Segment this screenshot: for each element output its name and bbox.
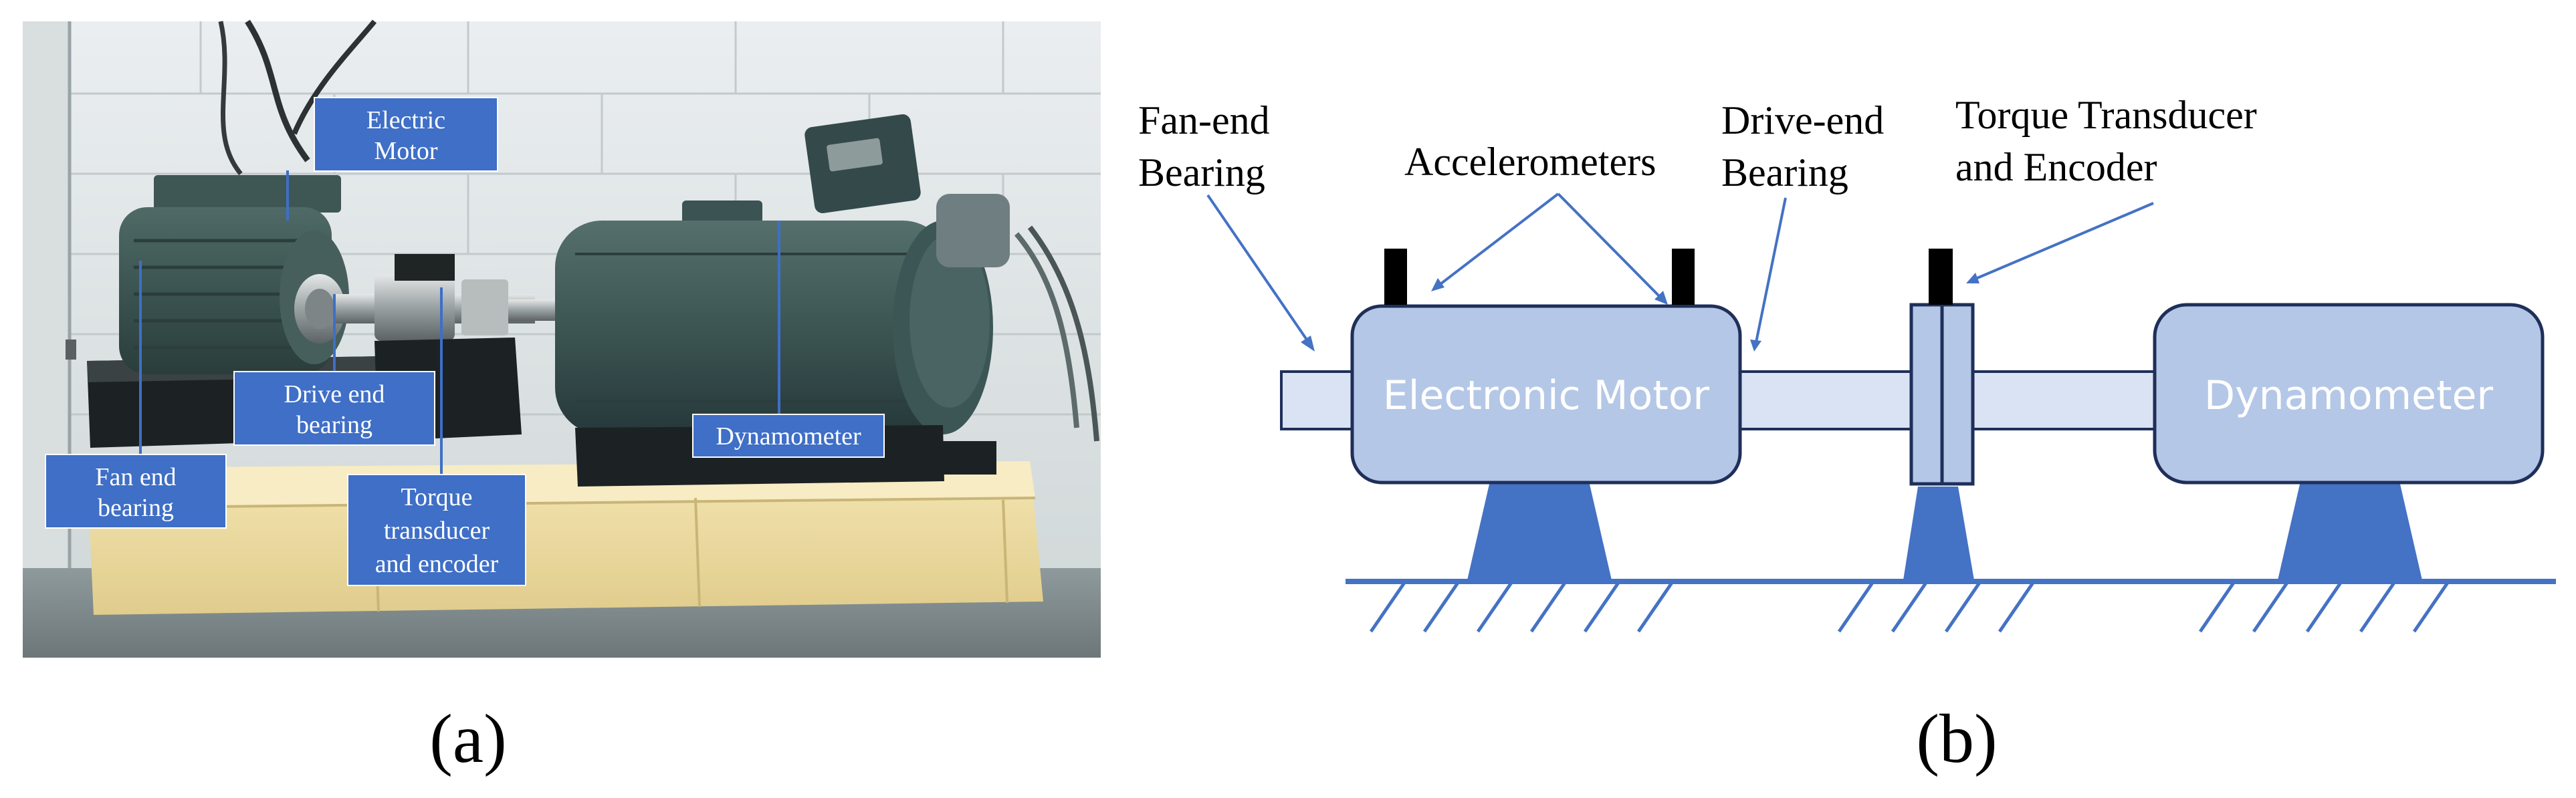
torque-transducer-collar xyxy=(1909,303,1975,486)
arrow-accelerometer-right xyxy=(1557,192,1662,299)
callout-torque-transducer-line2: transducer xyxy=(384,517,490,545)
accelerometer-drive-end xyxy=(1672,249,1695,305)
panel-a-leader-lines xyxy=(139,170,780,481)
callout-fan-end-bearing-line1: Fan end xyxy=(95,463,176,491)
label-fan-end-bearing-line2: Bearing xyxy=(1138,150,1265,194)
label-torque-transducer: Torque Transducer and Encoder xyxy=(1955,93,2257,189)
dynamometer-label: Dynamometer xyxy=(2204,372,2493,419)
callout-torque-transducer-line1: Torque xyxy=(401,483,472,511)
electronic-motor-label: Electronic Motor xyxy=(1383,372,1710,419)
electronic-motor-box: Electronic Motor xyxy=(1350,304,1742,485)
arrow-torque-transducer xyxy=(1973,202,2154,281)
panel-b: Electronic Motor Dynamometer Fan-end Bea… xyxy=(1138,93,2556,777)
callout-electric-motor-line1: Electric xyxy=(366,106,445,134)
callout-drive-end-bearing: Drive end bearing xyxy=(233,371,435,446)
dynamometer-support xyxy=(2278,481,2422,580)
label-drive-end-bearing-line2: Bearing xyxy=(1721,150,1848,194)
accelerometer-fan-end xyxy=(1384,249,1407,305)
label-torque-transducer-line2: and Encoder xyxy=(1955,145,2157,189)
callout-torque-transducer-line3: and encoder xyxy=(375,550,499,578)
motor-support xyxy=(1467,481,1612,580)
label-fan-end-bearing: Fan-end Bearing xyxy=(1138,98,1270,194)
label-accelerometers: Accelerometers xyxy=(1404,140,1656,184)
transducer-support xyxy=(1903,487,1974,580)
caption-b: (b) xyxy=(1916,700,1997,777)
test-rig-photo xyxy=(23,19,1101,658)
panel-a: Electric Motor Drive end bearing Fan end… xyxy=(23,19,1101,777)
panel-b-arrowheads xyxy=(1301,273,1979,352)
arrow-fan-end-bearing xyxy=(1206,194,1311,345)
callout-electric-motor-line2: Motor xyxy=(374,137,438,165)
callout-fan-end-bearing: Fan end bearing xyxy=(45,454,227,529)
label-drive-end-bearing: Drive-end Bearing xyxy=(1721,98,1884,194)
arrow-drive-end-bearing xyxy=(1755,197,1787,343)
callout-torque-transducer: Torque transducer and encoder xyxy=(347,474,526,586)
caption-a: (a) xyxy=(429,700,506,777)
dynamometer-box: Dynamometer xyxy=(2153,303,2545,485)
callout-electric-motor: Electric Motor xyxy=(314,97,498,172)
callout-drive-end-bearing-line2: bearing xyxy=(296,411,372,439)
callout-dynamometer-line1: Dynamometer xyxy=(716,422,861,450)
label-drive-end-bearing-line1: Drive-end xyxy=(1721,98,1884,142)
ground-hatching xyxy=(1369,581,2450,633)
arrow-accelerometer-left xyxy=(1436,192,1560,287)
label-fan-end-bearing-line1: Fan-end xyxy=(1138,98,1270,142)
callout-fan-end-bearing-line2: bearing xyxy=(98,494,174,522)
callout-dynamometer: Dynamometer xyxy=(692,414,885,458)
callout-drive-end-bearing-line1: Drive end xyxy=(284,380,385,408)
encoder-sensor xyxy=(1929,249,1953,305)
label-torque-transducer-line1: Torque Transducer xyxy=(1955,93,2257,137)
panel-b-leader-lines xyxy=(1206,192,2154,345)
